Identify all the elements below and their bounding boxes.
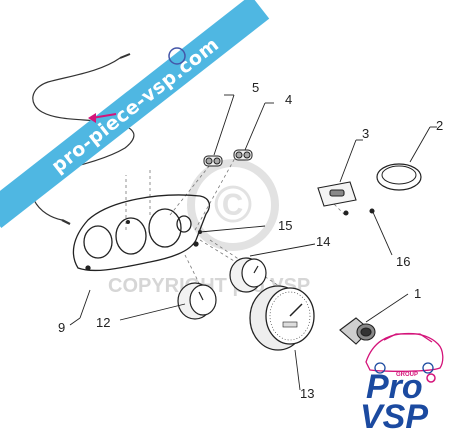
- logo-vsp-text: VSP: [360, 398, 428, 436]
- part-14-small-gauge: [229, 257, 267, 293]
- part-4-bulb-holder: [233, 149, 253, 161]
- callout-12: 12: [96, 315, 110, 330]
- callout-6-circle: [168, 47, 186, 65]
- callout-9: 9: [58, 320, 65, 335]
- part-13-speedometer: [249, 285, 315, 351]
- callout-4: 4: [285, 92, 292, 107]
- logo-dot-icon: [426, 373, 436, 383]
- screws: [126, 220, 202, 234]
- callout-1: 1: [414, 286, 421, 301]
- logo-group-text: GROUP: [396, 372, 418, 378]
- banner-text: pro-piece-vsp.com: [47, 33, 223, 177]
- callout-16: 16: [396, 254, 410, 269]
- callout-14: 14: [316, 234, 330, 249]
- callout-5: 5: [252, 80, 259, 95]
- banner-strip: [0, 0, 270, 228]
- callout-13: 13: [300, 386, 314, 401]
- copyright-symbol: ©: [214, 176, 252, 234]
- callout-3: 3: [362, 126, 369, 141]
- part-3-switch-plate: [317, 181, 375, 216]
- part-9-dashboard-panel: [72, 194, 211, 272]
- pro-vsp-logo: GROUP Pro VSP: [360, 368, 436, 436]
- logo-pro-text: Pro: [366, 368, 423, 406]
- part-5-bulb-holder: [203, 155, 223, 167]
- callout-leaders: [69, 59, 437, 391]
- part-12-small-gauge: [177, 282, 217, 320]
- part-1-connector: [339, 317, 376, 345]
- part-2-ring-seal: [376, 163, 422, 191]
- car-illustration: [365, 332, 444, 374]
- callout-15: 15: [278, 218, 292, 233]
- callout-2: 2: [436, 118, 443, 133]
- arrow-head-icon: [88, 113, 96, 123]
